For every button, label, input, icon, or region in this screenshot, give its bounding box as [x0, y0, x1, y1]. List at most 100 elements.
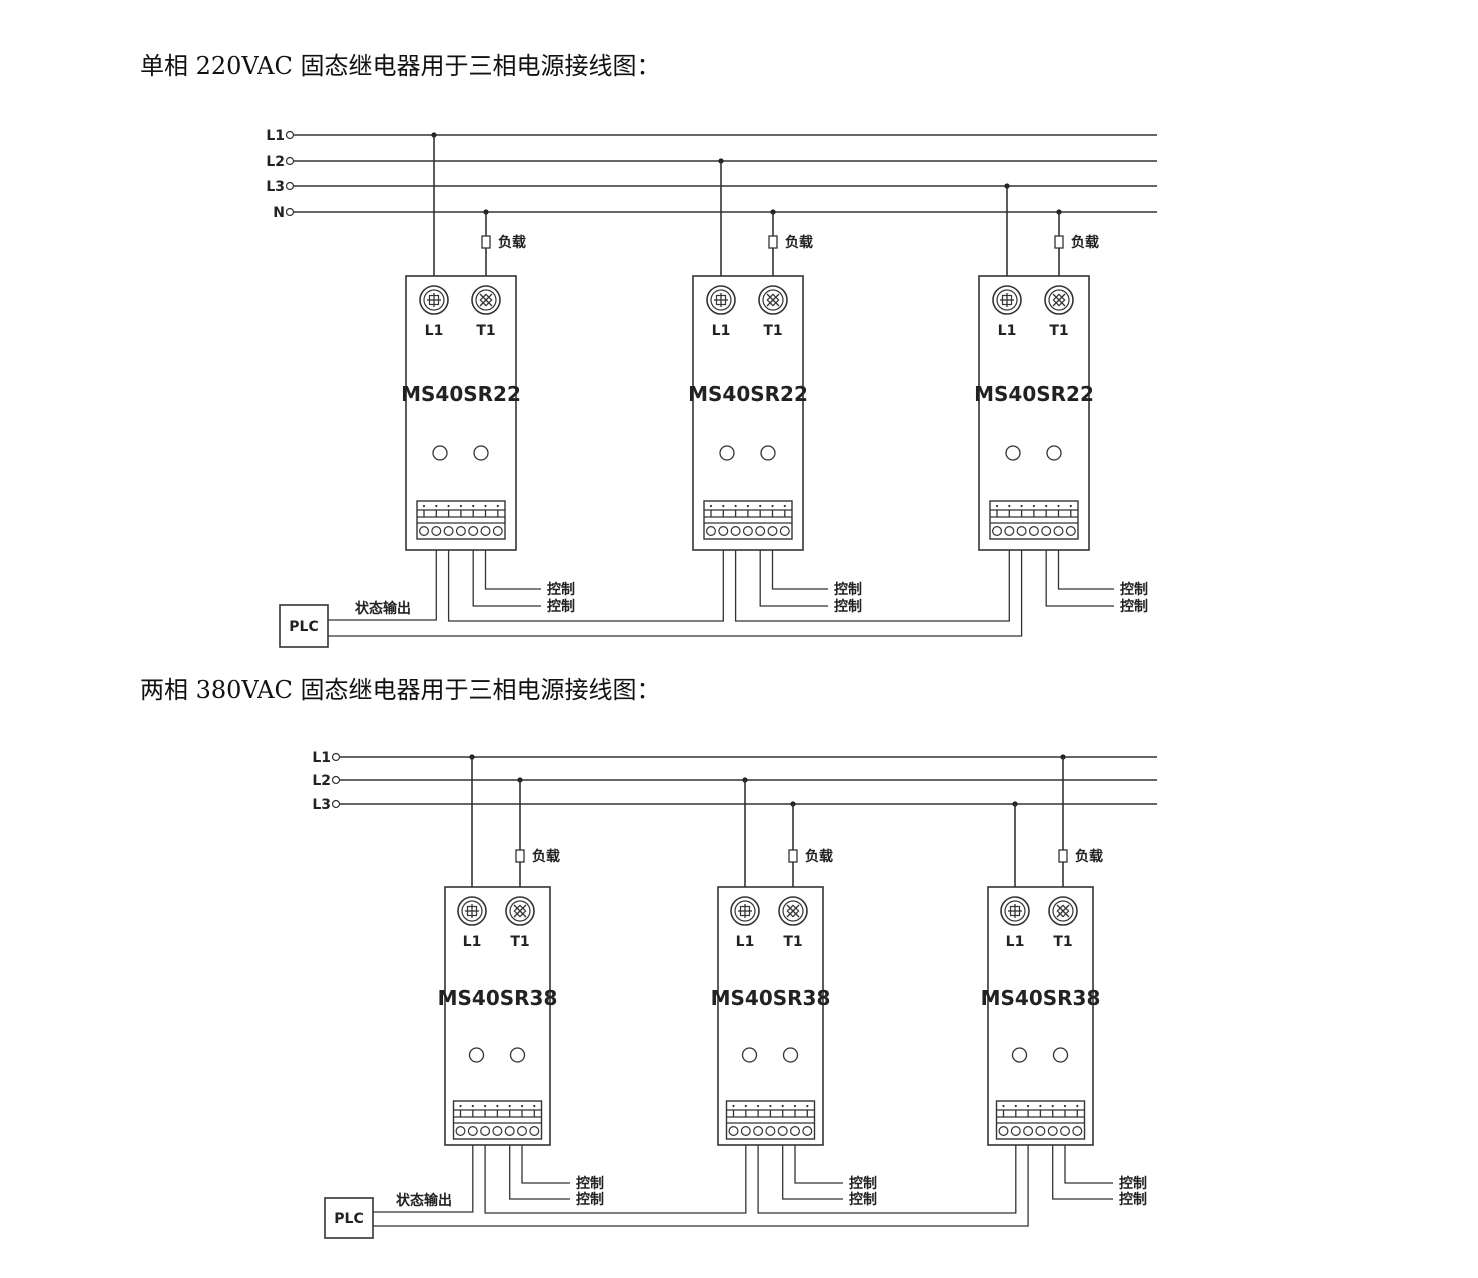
load-terminal-screw	[758, 285, 788, 315]
status-wire	[328, 535, 437, 621]
connector-pin-dot	[496, 1104, 499, 1108]
connector-pin-dot	[1063, 1104, 1067, 1108]
control-label: 控制	[1119, 1191, 1147, 1208]
connector-pin-hole	[492, 1125, 503, 1136]
screw-slot	[1056, 904, 1070, 918]
status-chain-wire	[734, 535, 1010, 622]
connector-pin-hole	[777, 1125, 788, 1136]
terminal-label-l1: L1	[712, 323, 731, 339]
control-wire	[521, 1135, 570, 1184]
connector-pin-hole	[705, 525, 716, 536]
load-terminal-ring	[509, 900, 531, 922]
connector-pin-dot	[1014, 1104, 1017, 1108]
load-terminal-screw	[505, 896, 535, 926]
connector-pin-dot	[771, 504, 774, 508]
connector-pin-dot	[783, 504, 786, 508]
connector-pin-hole	[1072, 1125, 1083, 1136]
line-terminal-screw	[419, 285, 449, 315]
connector-pin-dot	[995, 504, 999, 508]
control-wire	[1052, 1135, 1113, 1200]
status-return-wire	[373, 1135, 1029, 1227]
status-led-icon	[1011, 1047, 1028, 1063]
connector-pin-dot	[1045, 504, 1048, 508]
line-terminal-ring	[996, 289, 1018, 311]
connector-pin-hole	[765, 1125, 776, 1136]
supply-line-label-l3: L3	[266, 179, 285, 195]
connector-pin-hole	[431, 525, 442, 536]
control-wire	[1045, 535, 1114, 607]
connector-pin-hole	[455, 1125, 466, 1136]
control-label: 控制	[547, 598, 575, 615]
connector-pin-dot	[757, 1104, 760, 1108]
terminal-label-l1: L1	[736, 934, 755, 950]
control-label: 控制	[834, 598, 862, 615]
relay-body	[978, 275, 1090, 551]
connector-pin-dot	[709, 504, 713, 508]
plc-box	[279, 604, 329, 648]
load-terminal-screw	[778, 896, 808, 926]
load-icon	[788, 849, 798, 863]
supply-line-label-l1: L1	[312, 750, 331, 766]
connector-pin-dot	[744, 1104, 747, 1108]
supply-line-label-l2: L2	[266, 154, 285, 170]
status-led-icon	[1052, 1047, 1069, 1063]
connector-pin-dot	[520, 1104, 524, 1108]
relay-body	[692, 275, 804, 551]
control-label: 控制	[576, 1191, 604, 1208]
status-led-icon	[473, 445, 489, 461]
line-terminal-ring	[1004, 900, 1026, 922]
connector-pin-dot	[734, 504, 737, 508]
load-label: 负载	[785, 234, 813, 251]
connector-pin-dot	[806, 1104, 809, 1108]
connector-pin-dot	[1069, 504, 1072, 508]
status-led-icon	[1005, 445, 1021, 461]
control-wire	[1057, 535, 1114, 590]
connector-pin-hole	[419, 525, 430, 536]
load-terminal-screw	[1044, 285, 1074, 315]
connector-pin-dot	[447, 504, 450, 508]
connector-pin-hole	[1028, 525, 1039, 536]
load-icon	[515, 849, 525, 863]
screw-slot	[1052, 293, 1066, 307]
control-wire	[782, 1135, 843, 1200]
connector-pin-hole	[728, 1125, 739, 1136]
control-wire	[1064, 1135, 1113, 1184]
control-wire	[509, 1135, 570, 1200]
status-output-label: 状态输出	[355, 600, 411, 617]
connector-pin-hole	[1047, 1125, 1058, 1136]
status-led-icon	[509, 1047, 526, 1063]
relay-model-label: MS40SR38	[981, 986, 1101, 1010]
load-label: 负载	[498, 234, 526, 251]
connector-pin-dot	[435, 504, 438, 508]
relay-model-label: MS40SR22	[401, 382, 521, 406]
terminal-label-l1: L1	[998, 323, 1017, 339]
connector-pin-hole	[480, 1125, 491, 1136]
terminal-label-t1: T1	[1053, 934, 1072, 950]
connector-pin-hole	[991, 525, 1002, 536]
load-terminal-ring	[782, 900, 804, 922]
connector-pin-hole	[529, 1125, 540, 1136]
terminal-label-t1: T1	[763, 323, 782, 339]
line-terminal-screw	[457, 896, 487, 926]
connector-pin-dot	[508, 1104, 511, 1108]
terminal-label-t1: T1	[1049, 323, 1068, 339]
line-terminal-screw	[706, 285, 736, 315]
connector-pin-dot	[746, 504, 750, 508]
connector-pin-dot	[1008, 504, 1011, 508]
connector-pin-hole	[718, 525, 729, 536]
connector-pin-dot	[722, 504, 725, 508]
section-title-single-phase: 单相 220VAC 固态继电器用于三相电源接线图：	[140, 52, 661, 80]
status-led-icon	[760, 445, 776, 461]
line-terminal-screw	[992, 285, 1022, 315]
load-icon	[1058, 849, 1068, 863]
line-terminal-screw	[1000, 896, 1030, 926]
connector-pin-hole	[443, 525, 454, 536]
connector-pin-hole	[742, 525, 753, 536]
status-led-icon	[719, 445, 735, 461]
supply-terminal-icon	[331, 799, 341, 809]
